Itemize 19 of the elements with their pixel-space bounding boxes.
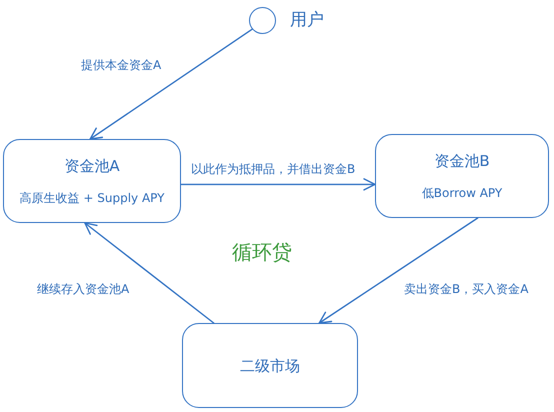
node-caption: 用户: [290, 10, 324, 30]
diagram-note: 循环贷: [232, 240, 292, 264]
node-title: 资金池A: [64, 156, 120, 176]
arrow: [180, 178, 376, 191]
edge-label: 提供本金资金A: [80, 58, 162, 73]
node-title: 二级市场: [240, 356, 300, 376]
edge-label: 卖出资金B，买入资金A: [403, 282, 530, 297]
process-box: [3, 139, 181, 223]
edge-label: 以此作为抵押品，并借出资金B: [190, 162, 356, 177]
arrow: [84, 222, 214, 324]
process-box: [375, 134, 549, 218]
node-text: 高原生收益 + Supply APY: [20, 191, 164, 206]
node-text: 低Borrow APY: [422, 186, 502, 201]
arrow: [90, 28, 253, 140]
arrow: [318, 217, 478, 324]
edge-label: 继续存入资金池A: [36, 282, 130, 297]
node-title: 资金池B: [434, 151, 490, 171]
process-box: [182, 323, 358, 408]
start-circle: [249, 7, 276, 34]
